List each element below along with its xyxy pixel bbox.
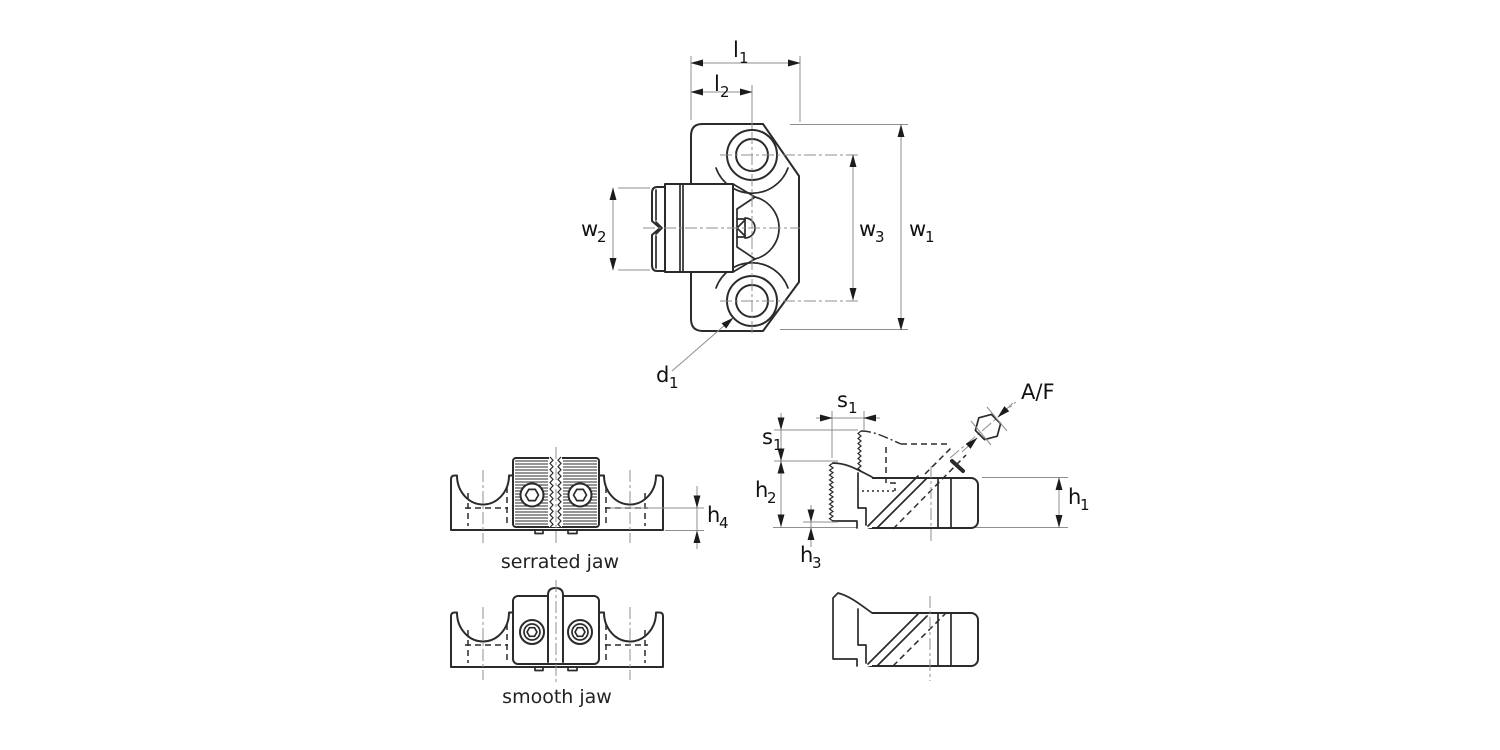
screw-right-ring	[571, 623, 589, 641]
wedge-slot-hidden	[892, 445, 967, 530]
screw-left-ring	[523, 623, 541, 641]
jaw-serrated-face	[828, 462, 835, 522]
smooth-jaw-front-view: smooth jaw	[450, 580, 664, 708]
dim-label-w2-sub: 2	[597, 228, 607, 246]
screw-left	[519, 482, 545, 508]
dim-label-h1-sub: 1	[1080, 496, 1090, 514]
dim-label-w2: w	[581, 217, 598, 241]
dim-label-h4: h	[707, 503, 720, 527]
wedge-slot	[867, 613, 928, 667]
dim-label-h3: h	[800, 543, 813, 567]
jaw-inner-profile	[857, 472, 867, 526]
dimension-h3: h 3	[800, 505, 838, 572]
dim-label-h1: h	[1068, 485, 1081, 509]
dim-label-d1: d	[656, 363, 669, 387]
jaw-outline	[832, 592, 873, 667]
jaw-fill	[833, 463, 872, 528]
bottom-tabs	[534, 666, 578, 672]
top-hole-boss-arc	[715, 167, 789, 194]
screw-left-hex	[524, 488, 540, 502]
jaw-inner-profile	[857, 608, 867, 664]
dim-label-w3-sub: 3	[875, 228, 885, 246]
base-block	[863, 477, 979, 529]
dim-label-l2-sub: 2	[720, 83, 730, 101]
dim-label-h4-sub: 4	[719, 514, 729, 532]
strip-serrated-left	[549, 456, 554, 528]
dimension-w3: w 3	[849, 154, 885, 301]
dim-label-l2: l	[714, 72, 720, 96]
phantom-jaw-face-hidden	[885, 447, 896, 491]
hidden-pocket-left	[465, 624, 508, 663]
dim-label-s1v-sub: 1	[773, 436, 783, 454]
tongue-chevron	[655, 189, 663, 269]
dimension-af: A/F	[961, 380, 1055, 453]
dim-label-s1h: s	[837, 388, 848, 412]
dim-label-w1-sub: 1	[925, 228, 935, 246]
side-view-serrated: A/F s 1 s 1 h 2 h 3	[755, 380, 1090, 572]
side-view-smooth	[832, 592, 979, 681]
strip-serrated-right	[557, 456, 562, 528]
dimension-l1: l 1	[690, 38, 801, 122]
dim-label-s1h-sub: 1	[848, 399, 858, 417]
screw-right	[567, 482, 593, 508]
top-view: l 1 l 2 w 2 w 3 w 1	[581, 38, 935, 392]
dim-label-af: A/F	[1021, 380, 1055, 404]
dimension-s1-vertical-h2: s 1 h 2	[755, 413, 858, 528]
phantom-jaw-serrated-face	[857, 430, 862, 472]
caption-serrated-jaw: serrated jaw	[501, 551, 619, 573]
phantom-jaw-top-curve	[860, 430, 902, 445]
dimension-w2: w 2	[581, 187, 650, 271]
wedge-end	[950, 459, 965, 473]
jaw-fill	[833, 593, 872, 666]
jaw-bottom-edge	[832, 520, 858, 529]
dimension-h4: h 4	[610, 486, 729, 549]
dim-label-h2: h	[755, 478, 768, 502]
jaw-top-curve	[832, 462, 873, 478]
screw-right-hex	[572, 488, 588, 502]
dim-label-l1: l	[733, 38, 739, 62]
dim-label-h2-sub: 2	[767, 489, 777, 507]
base-block-grooves	[937, 477, 952, 529]
caption-smooth-jaw: smooth jaw	[502, 686, 612, 708]
dimension-s1-horizontal: s 1	[816, 388, 880, 458]
dim-label-w1: w	[909, 217, 926, 241]
dimension-h1: h 1	[982, 477, 1090, 528]
dim-label-d1-sub: 1	[669, 374, 679, 392]
wedge-slot	[867, 475, 928, 529]
bottom-tabs	[534, 529, 578, 535]
dim-label-s1v: s	[762, 425, 773, 449]
serrated-jaw-front-view: h 4 serrated jaw	[450, 447, 729, 573]
tongue	[651, 186, 666, 272]
dim-label-h3-sub: 3	[812, 554, 822, 572]
dimension-l2: l 2	[690, 72, 753, 126]
wedge-slot-hidden	[892, 611, 948, 667]
screw-right-hex	[574, 626, 586, 638]
screw-left-hex	[526, 626, 538, 638]
hidden-pocket-left	[465, 487, 508, 526]
hidden-pocket-right	[605, 624, 648, 663]
leader-d1: d 1	[656, 317, 734, 392]
dim-label-w3: w	[859, 217, 876, 241]
dimension-w1: w 1	[780, 124, 935, 331]
dim-label-l1-sub: 1	[739, 49, 749, 67]
